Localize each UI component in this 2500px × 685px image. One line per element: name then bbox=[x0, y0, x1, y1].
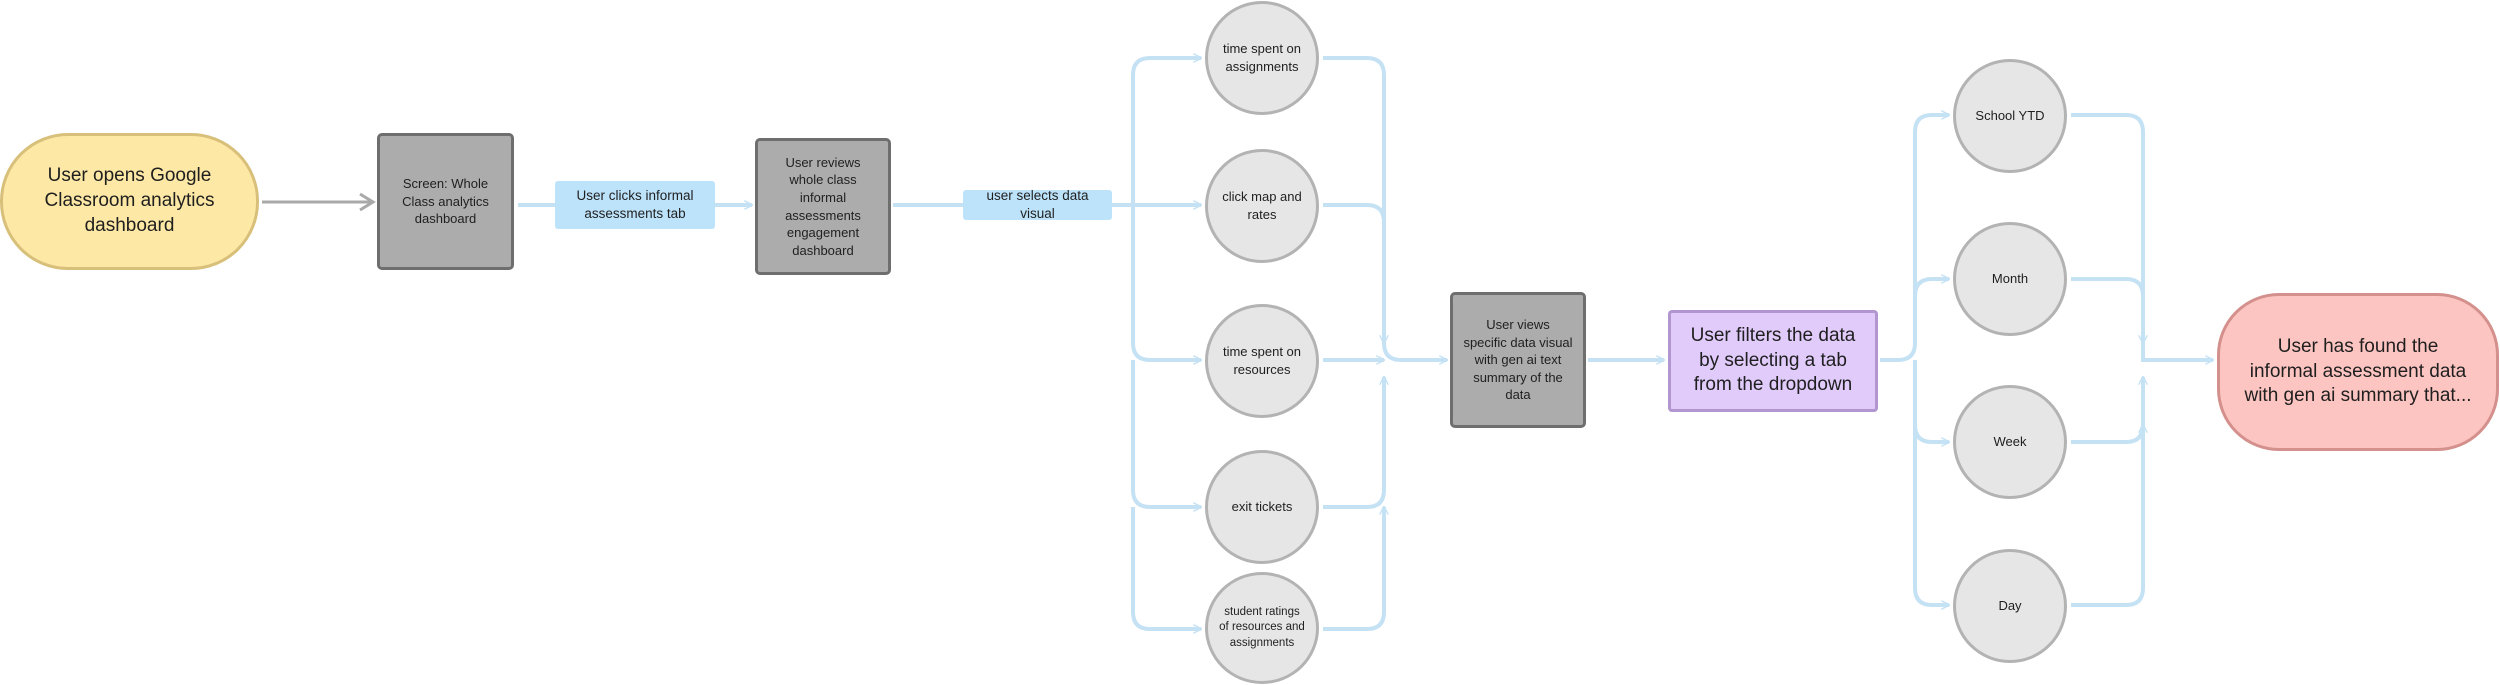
connector-filters-to-day bbox=[1913, 425, 1949, 605]
connector-student-ratings-to-views bbox=[1323, 507, 1384, 631]
filter-school-ytd[interactable]: School YTD bbox=[1953, 59, 2067, 173]
screen-whole-class-label: Screen: Whole Class analytics dashboard bbox=[402, 176, 489, 227]
filter-month-label: Month bbox=[1991, 271, 2029, 287]
connector-reviews-to-student-ratings bbox=[1131, 507, 1201, 629]
user-views-label: User views specific data visual with gen… bbox=[1463, 317, 1573, 403]
user-views-node[interactable]: User views specific data visual with gen… bbox=[1450, 292, 1586, 428]
user-filters-node[interactable]: User filters the data by selecting a tab… bbox=[1668, 310, 1878, 412]
user-reviews-node[interactable]: User reviews whole class informal assess… bbox=[755, 138, 891, 275]
option-time-resources-label: time spent on resources bbox=[1222, 344, 1302, 377]
edge-label-selects-visual: user selects data visual bbox=[963, 188, 1112, 221]
connector-exit-tickets-to-views bbox=[1323, 377, 1384, 509]
connector-time-assignments-to-views bbox=[1323, 56, 1447, 360]
option-click-map-label: click map and rates bbox=[1222, 189, 1302, 222]
option-time-resources[interactable]: time spent on resources bbox=[1205, 304, 1319, 418]
connector-filters-to-month bbox=[1913, 279, 1949, 297]
filter-school-ytd-label: School YTD bbox=[1975, 108, 2045, 124]
connector-day-to-end bbox=[2071, 425, 2143, 607]
option-time-assignments-label: time spent on assignments bbox=[1222, 41, 1302, 74]
connector-school-ytd-to-end bbox=[2071, 113, 2213, 360]
arrowhead-start-to-screen bbox=[359, 192, 376, 212]
option-student-ratings[interactable]: student ratings of resources and assignm… bbox=[1205, 572, 1319, 684]
end-node-label: User has found the informal assessment d… bbox=[2244, 335, 2472, 407]
filter-month[interactable]: Month bbox=[1953, 222, 2067, 336]
option-exit-tickets-label: exit tickets bbox=[1231, 499, 1293, 515]
user-reviews-label: User reviews whole class informal assess… bbox=[785, 154, 861, 258]
option-time-assignments[interactable]: time spent on assignments bbox=[1205, 1, 1319, 115]
connector-month-to-end bbox=[2071, 277, 2143, 343]
filter-day-label: Day bbox=[1998, 598, 2022, 614]
option-student-ratings-label: student ratings of resources and assignm… bbox=[1219, 605, 1305, 649]
edge-label-clicks-tab-text: User clicks informal assessments tab bbox=[576, 188, 694, 221]
connector-week-to-end bbox=[2071, 377, 2143, 444]
connector-reviews-to-time-resources bbox=[1131, 205, 1201, 360]
start-node[interactable]: User opens Google Classroom analytics da… bbox=[0, 133, 259, 270]
connector-click-map-to-views bbox=[1323, 203, 1384, 343]
connector-reviews-to-time-assignments bbox=[893, 58, 1201, 207]
start-node-label: User opens Google Classroom analytics da… bbox=[44, 165, 215, 236]
edge-label-clicks-tab: User clicks informal assessments tab bbox=[555, 181, 715, 229]
connector-reviews-to-exit-tickets bbox=[1131, 360, 1201, 507]
option-click-map[interactable]: click map and rates bbox=[1205, 149, 1319, 263]
user-filters-label: User filters the data by selecting a tab… bbox=[1690, 324, 1856, 396]
screen-whole-class-node[interactable]: Screen: Whole Class analytics dashboard bbox=[377, 133, 514, 270]
edge-label-selects-visual-text: user selects data visual bbox=[986, 188, 1089, 221]
end-node[interactable]: User has found the informal assessment d… bbox=[2217, 293, 2499, 451]
filter-week[interactable]: Week bbox=[1953, 385, 2067, 499]
filter-week-label: Week bbox=[1993, 434, 2027, 450]
connector-filters-to-week bbox=[1913, 360, 1949, 442]
option-exit-tickets[interactable]: exit tickets bbox=[1205, 450, 1319, 564]
filter-day[interactable]: Day bbox=[1953, 549, 2067, 663]
connector-filters-to-school-ytd bbox=[1880, 115, 1949, 362]
